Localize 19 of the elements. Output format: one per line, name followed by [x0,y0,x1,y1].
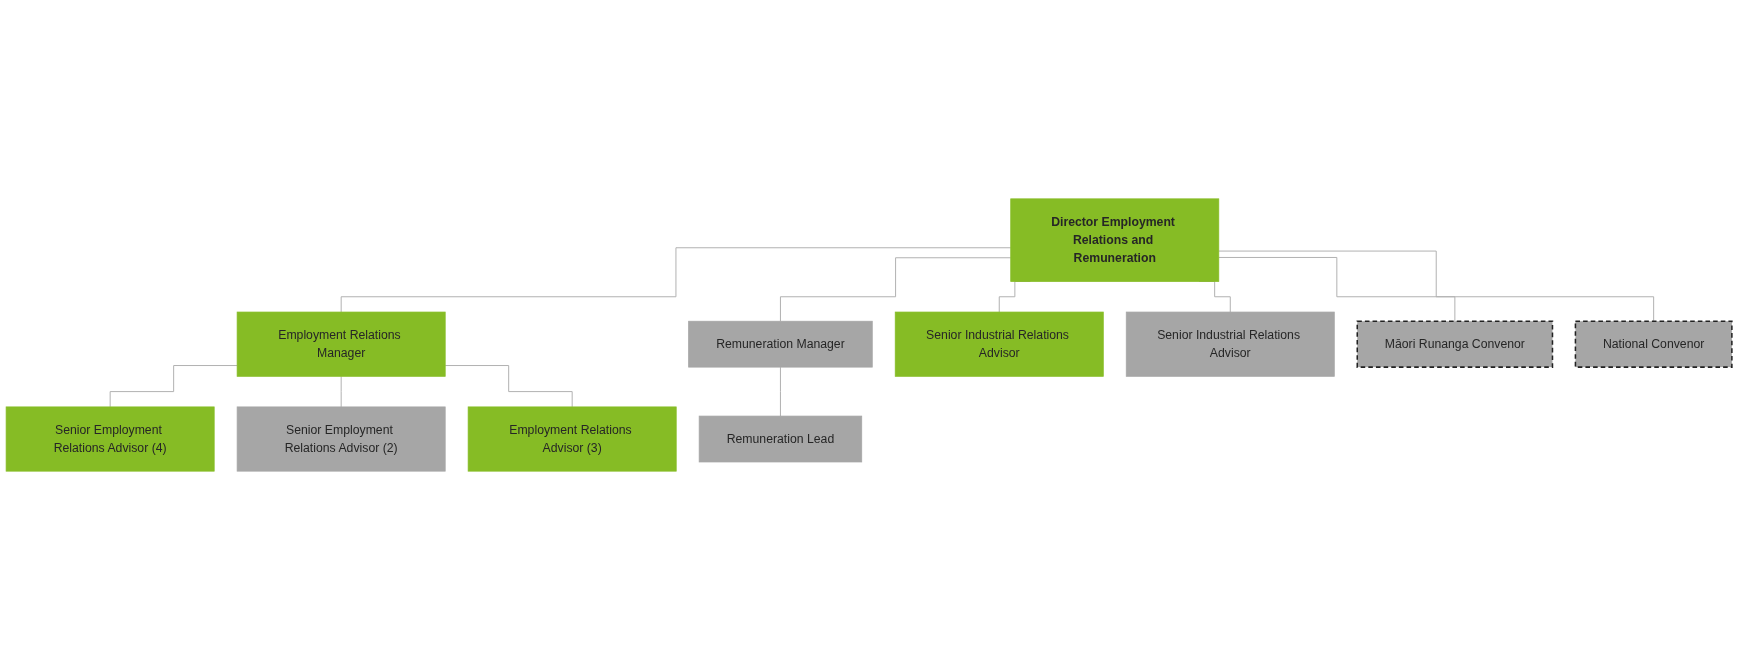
connector [1218,250,1655,322]
connector [340,375,342,408]
connector [109,365,238,408]
node-box: Employment Relations Advisor (3) [467,406,677,472]
node-box: Senior Employment Relations Advisor (4) [5,406,215,472]
node-box: Director Employment Relations and Remuneration [1010,198,1220,282]
node-box: Employment Relations Manager [236,311,446,377]
node-box: Senior Employment Relations Advisor (2) [236,406,446,472]
node-box: National Convenor [1574,320,1733,368]
connector [779,366,781,417]
node-box: Māori Runanga Convenor [1356,320,1554,368]
node-box: Senior Industrial Relations Advisor [894,311,1104,377]
node-box: Remuneration Lead [698,415,863,463]
connector [779,257,1012,322]
connector [444,365,573,408]
node-box: Remuneration Manager [688,320,873,368]
connector [340,247,1012,313]
connector [1218,256,1456,322]
node-box: Senior Industrial Relations Advisor [1125,311,1335,377]
